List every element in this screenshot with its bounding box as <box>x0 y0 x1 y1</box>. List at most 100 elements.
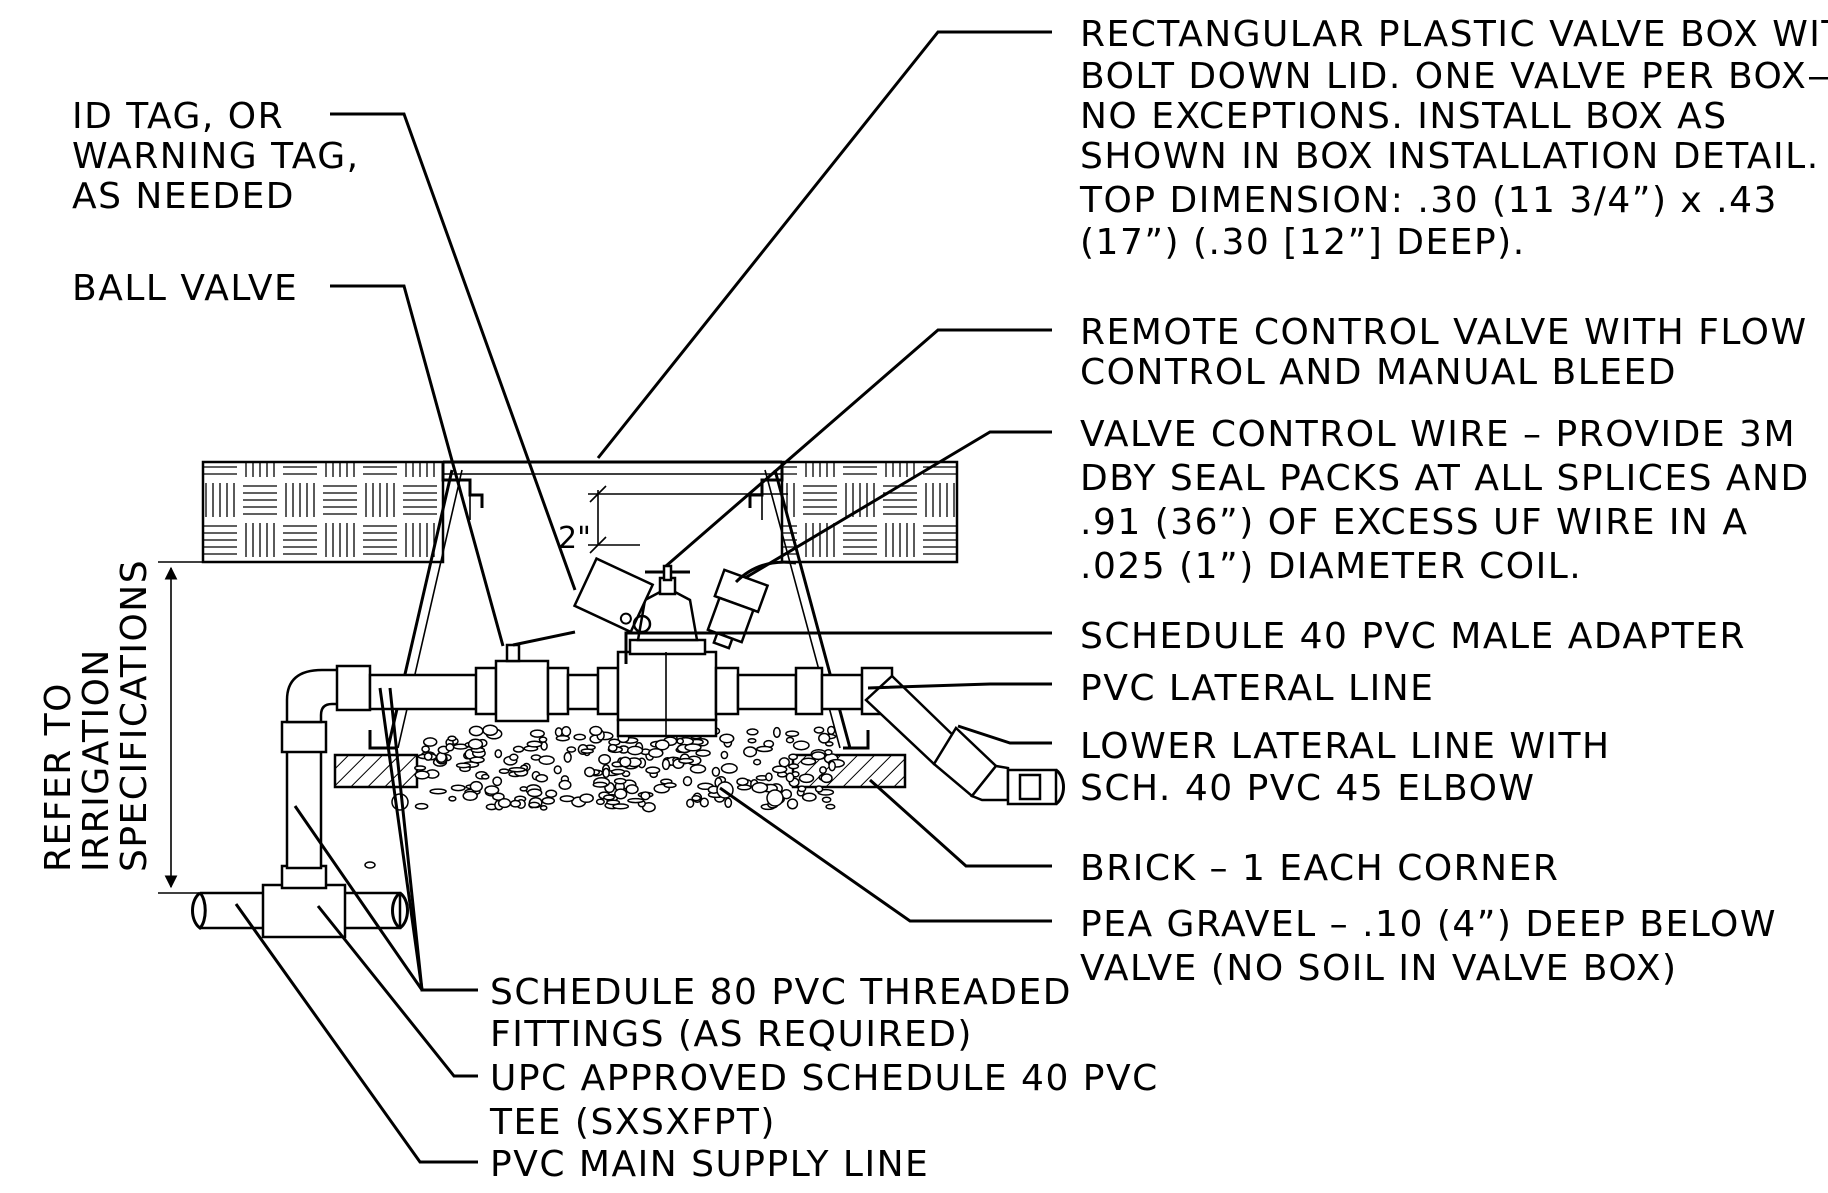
gravel-stone <box>678 757 695 764</box>
gravel-stone <box>747 737 757 744</box>
pvc-tee <box>261 883 347 939</box>
gravel-stone <box>558 779 572 791</box>
gravel-stone <box>526 740 543 748</box>
gravel-stone <box>720 750 729 760</box>
gravel-stone <box>455 762 471 769</box>
gravel-stone <box>654 739 670 751</box>
gravel-stone <box>450 784 466 792</box>
label-valve-box: RECTANGULAR PLASTIC VALVE BOX WITH BOLT … <box>1079 14 1828 263</box>
gravel-stone <box>559 795 575 803</box>
gravel-stone <box>492 792 505 801</box>
gravel-stone <box>613 777 627 785</box>
gravel-stone <box>509 753 519 762</box>
gravel-stone <box>824 749 833 756</box>
gravel-stone <box>772 726 781 738</box>
label-ball-valve: BALL VALVE <box>72 268 298 309</box>
gravel-stone <box>818 732 831 744</box>
label-sch80-fittings: SCHEDULE 80 PVC THREADED FITTINGS (AS RE… <box>490 972 1085 1055</box>
gravel-stone <box>538 736 548 743</box>
gravel-stone <box>626 745 644 756</box>
gravel-stone <box>788 753 799 761</box>
gravel-stone <box>535 774 549 783</box>
gravel-stone <box>429 788 447 795</box>
refer-dimension <box>158 561 210 894</box>
gravel-stone <box>619 756 632 768</box>
gravel-stone <box>614 788 628 800</box>
gravel-stone <box>801 792 817 802</box>
remote-valve-body <box>616 650 718 722</box>
pea-gravel <box>391 724 845 813</box>
control-wire <box>734 560 797 584</box>
label-id-tag: ID TAG, OR WARNING TAG, AS NEEDED <box>72 96 373 217</box>
label-refer-specs: REFER TO IRRIGATION SPECIFICATIONS <box>38 559 155 872</box>
gravel-stone <box>785 730 800 738</box>
label-lower-lateral: LOWER LATERAL LINE WITH SCH. 40 PVC 45 E… <box>1080 726 1624 809</box>
gravel-stone <box>602 767 610 779</box>
gravel-stone <box>826 725 836 736</box>
gravel-stone <box>676 737 685 745</box>
gravel-stone <box>800 757 817 766</box>
gravel-stone <box>563 751 572 763</box>
gravel-stone <box>814 785 824 793</box>
gravel-stone <box>462 790 478 802</box>
riser-pipe <box>285 748 323 870</box>
gravel-stone <box>584 766 596 778</box>
gravel-stone <box>468 725 484 737</box>
gravel-stone <box>691 795 702 802</box>
gravel-stone <box>541 796 556 805</box>
gravel-stone <box>765 772 773 782</box>
gravel-stone <box>640 791 651 801</box>
leader-lines <box>234 30 1052 1164</box>
gravel-stone <box>736 777 749 786</box>
gravel-stone <box>798 773 815 784</box>
gravel-stone <box>766 789 784 807</box>
elbow-coupling <box>335 664 372 712</box>
gravel-stone <box>414 802 429 810</box>
gravel-stone <box>695 749 711 757</box>
gravel-stone <box>746 728 759 736</box>
gravel-stone <box>494 749 503 759</box>
solenoid <box>706 568 770 650</box>
gravel-stone <box>422 737 438 747</box>
gravel-stone <box>610 768 626 775</box>
gravel-stone <box>606 799 621 806</box>
gravel-stone <box>539 805 548 811</box>
gravel-stone <box>553 765 562 775</box>
gravel-stone <box>661 758 671 771</box>
gravel-stone <box>720 763 738 774</box>
gravel-stone <box>785 736 795 744</box>
gravel-stone <box>498 768 510 775</box>
gravel-stone <box>743 746 758 758</box>
gravel-stone <box>785 772 795 783</box>
gravel-stone <box>414 765 427 771</box>
gravel-stone <box>579 793 594 804</box>
gravel-stone <box>508 766 526 773</box>
gravel-stone <box>684 743 702 752</box>
gravel-stone <box>598 753 612 765</box>
gravel-stone <box>821 796 832 803</box>
gravel-stone <box>421 745 430 753</box>
gravel-stone <box>686 798 695 808</box>
gravel-stone <box>820 773 833 784</box>
label-male-adapter: SCHEDULE 40 PVC MALE ADAPTER <box>1080 616 1746 657</box>
gravel-stone <box>771 765 788 774</box>
gravel-stone <box>545 789 558 798</box>
gravel-stone <box>682 775 693 787</box>
gravel-stone <box>512 745 525 753</box>
elbow-90 <box>285 668 342 724</box>
gravel-stone <box>724 797 733 808</box>
gravel-stone <box>627 797 645 804</box>
gravel-stone <box>589 725 603 737</box>
label-brick: BRICK – 1 EACH CORNER <box>1080 848 1559 889</box>
gravel-stone <box>645 766 661 775</box>
gravel-stone <box>625 784 639 795</box>
gravel-stone <box>792 740 810 751</box>
gravel-stone <box>788 763 800 770</box>
gravel-stone <box>538 755 555 765</box>
dimension-2in: 2" <box>558 485 788 556</box>
id-tag <box>572 556 655 634</box>
gravel-stone <box>719 733 735 744</box>
gravel-stone <box>592 781 608 788</box>
gravel-stone <box>566 746 577 753</box>
